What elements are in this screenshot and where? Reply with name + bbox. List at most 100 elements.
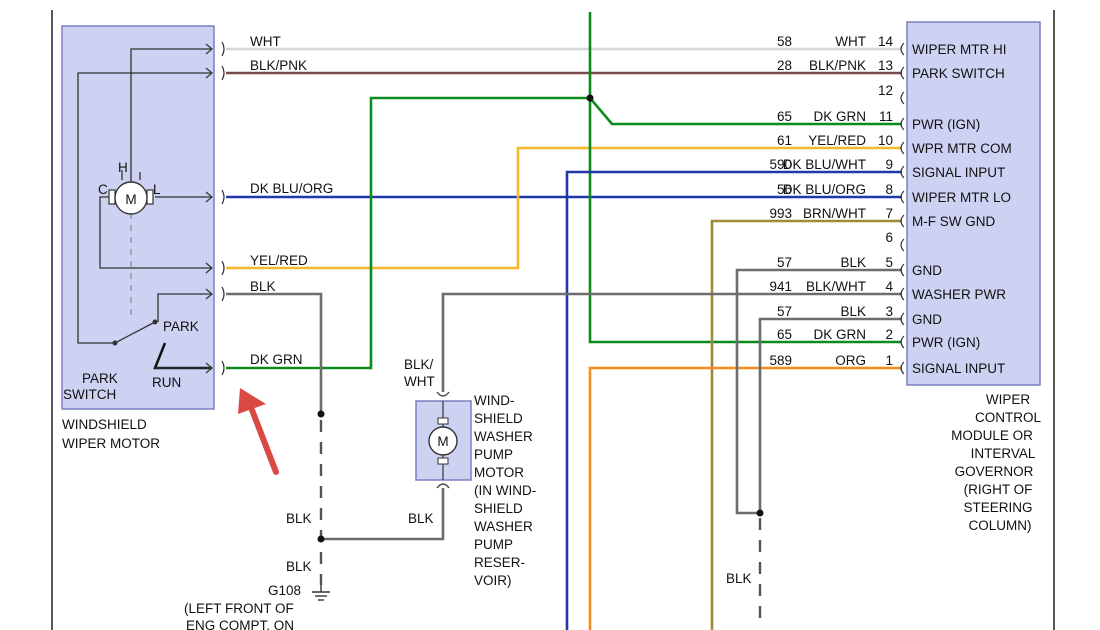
module-title-line: CONTROL bbox=[975, 410, 1041, 425]
module-title-line: WIPER bbox=[986, 392, 1031, 407]
pump-desc-line: SHIELD bbox=[474, 411, 523, 426]
module-pin-number: 13 bbox=[878, 58, 893, 73]
module-pin-wire-color: DK BLU/ORG bbox=[783, 182, 866, 197]
right-ground-wire-label: BLK bbox=[726, 571, 752, 586]
dashed-ground-runs bbox=[319, 420, 762, 618]
module-pin-name: SIGNAL INPUT bbox=[912, 165, 1005, 180]
module-pin-wire-color: BLK bbox=[840, 255, 866, 270]
wire-brn-wht bbox=[710, 219, 902, 630]
wire-blk-motor bbox=[226, 292, 323, 414]
module-pin-number: 8 bbox=[885, 182, 893, 197]
module-pin-circuit-number: 941 bbox=[769, 279, 792, 294]
module-pin-wire-color: ORG bbox=[835, 353, 866, 368]
wiper-motor-title-1: WINDSHIELD bbox=[62, 417, 147, 432]
module-pin-circuit-number: 57 bbox=[777, 304, 792, 319]
pump-desc-line: RESER- bbox=[474, 555, 525, 570]
pump-desc-line: SHIELD bbox=[474, 501, 523, 516]
wire-harness bbox=[226, 12, 902, 630]
wire-dk-blu-wht bbox=[565, 170, 902, 630]
module-pin-circuit-number: 57 bbox=[777, 255, 792, 270]
splice-dots bbox=[317, 94, 764, 543]
module-title-line: COLUMN) bbox=[969, 518, 1032, 533]
module-pin-connector bbox=[900, 190, 905, 204]
pump-desc-line: WASHER bbox=[474, 429, 533, 444]
module-pin-wire-color: DK GRN bbox=[813, 327, 866, 342]
park-switch-label-2: SWITCH bbox=[63, 387, 116, 402]
module-pin-connector bbox=[900, 117, 905, 131]
pump-wire-label-1: BLK/ bbox=[404, 357, 434, 372]
module-pin-name: PWR (IGN) bbox=[912, 117, 980, 132]
module-pin-number: 1 bbox=[885, 353, 893, 368]
module-pin-name: WASHER PWR bbox=[912, 287, 1006, 302]
ground-location-line: (LEFT FRONT OF bbox=[184, 601, 294, 616]
wiper-motor-title-2: WIPER MOTOR bbox=[62, 436, 160, 451]
left-wire-label: BLK/PNK bbox=[250, 58, 307, 73]
module-pin-name: WIPER MTR LO bbox=[912, 190, 1011, 205]
motor-connector-pins bbox=[205, 41, 225, 376]
module-pin-connector bbox=[900, 312, 905, 326]
module-pin-circuit-number: 589 bbox=[769, 353, 792, 368]
module-pin-connector bbox=[900, 66, 905, 80]
module-pin-number: 12 bbox=[878, 83, 893, 98]
module-pin-circuit-number: 58 bbox=[777, 34, 792, 49]
wiper-motor-box bbox=[61, 25, 215, 410]
module-pin-name: PARK SWITCH bbox=[912, 66, 1005, 81]
module-pin-connector bbox=[900, 42, 905, 56]
module-title: WIPER CONTROL MODULE OR INTERVAL GOVERNO… bbox=[951, 392, 1041, 533]
pump-desc-line: MOTOR bbox=[474, 465, 524, 480]
pump-wire-label-2: WHT bbox=[404, 374, 435, 389]
module-pin-number: 3 bbox=[885, 304, 893, 319]
park-contact-label: PARK bbox=[163, 319, 199, 334]
module-pin-circuit-number: 61 bbox=[777, 133, 792, 148]
terminal-l-label: L bbox=[153, 182, 161, 197]
ground-name-label: G108 bbox=[268, 583, 301, 598]
module-pin-circuit-number: 65 bbox=[777, 109, 792, 124]
module-pin-connector bbox=[900, 287, 905, 301]
module-pin-circuit-number: 590 bbox=[769, 157, 792, 172]
ground-symbol-icon bbox=[312, 585, 330, 601]
pump-desc-line: VOIR) bbox=[474, 573, 512, 588]
module-pin-circuit-number: 993 bbox=[769, 206, 792, 221]
wiper-motor-symbol-icon: M bbox=[108, 170, 154, 215]
red-annotation-arrow-icon bbox=[238, 388, 279, 475]
module-pin-name: M-F SW GND bbox=[912, 214, 995, 229]
module-pin-connector bbox=[900, 214, 905, 228]
module-pin-name: WPR MTR COM bbox=[912, 141, 1012, 156]
module-pin-circuit-number: 56 bbox=[777, 182, 792, 197]
terminal-c-label: C bbox=[98, 182, 108, 197]
pump-desc-line: WIND- bbox=[474, 393, 515, 408]
pump-ground-wire-label: BLK bbox=[408, 511, 434, 526]
wire-blk-wht bbox=[441, 292, 902, 392]
left-wire-label: DK BLU/ORG bbox=[250, 181, 333, 196]
module-pin-number: 6 bbox=[885, 230, 893, 245]
module-pin-number: 2 bbox=[885, 327, 893, 342]
module-pin-connector bbox=[900, 91, 905, 105]
module-pin-number: 11 bbox=[879, 109, 893, 124]
washer-pump-component: M BLK/ WHT BLK WIND- SHIELD WASHER PUMP … bbox=[404, 357, 536, 588]
run-contact-label: RUN bbox=[152, 375, 181, 390]
ground-blk-label-upper: BLK bbox=[286, 511, 312, 526]
washer-pump-motor-icon bbox=[428, 426, 458, 456]
module-pin-number: 5 bbox=[885, 255, 893, 270]
pump-desc-line: PUMP bbox=[474, 447, 513, 462]
module-pin-wire-color: DK GRN bbox=[813, 109, 866, 124]
wire-blk-pump bbox=[321, 488, 445, 541]
module-pin-wire-color: BLK/WHT bbox=[806, 279, 866, 294]
left-wire-label: YEL/RED bbox=[250, 253, 308, 268]
module-pin-circuit-number: 28 bbox=[777, 58, 792, 73]
motor-side-wire-labels: WHT BLK/PNK DK BLU/ORG YEL/RED BLK DK GR… bbox=[250, 34, 333, 367]
pump-desc-line: PUMP bbox=[474, 537, 513, 552]
module-pin-connector bbox=[900, 141, 905, 155]
module-pin-name: WIPER MTR HI bbox=[912, 42, 1007, 57]
washer-pump-m-label: M bbox=[437, 434, 448, 449]
module-pin-number: 10 bbox=[878, 133, 893, 148]
pump-desc-line: (IN WIND- bbox=[474, 483, 536, 498]
module-pin-number: 14 bbox=[878, 34, 894, 49]
wire-blk-pin5 bbox=[735, 268, 902, 515]
module-pin-connector bbox=[900, 165, 905, 179]
module-pin-wire-color: YEL/RED bbox=[808, 133, 866, 148]
wiper-motor-m-label: M bbox=[125, 192, 136, 207]
module-pin-name: PWR (IGN) bbox=[912, 335, 980, 350]
left-wire-label: WHT bbox=[250, 34, 281, 49]
module-pin-name: GND bbox=[912, 312, 942, 327]
